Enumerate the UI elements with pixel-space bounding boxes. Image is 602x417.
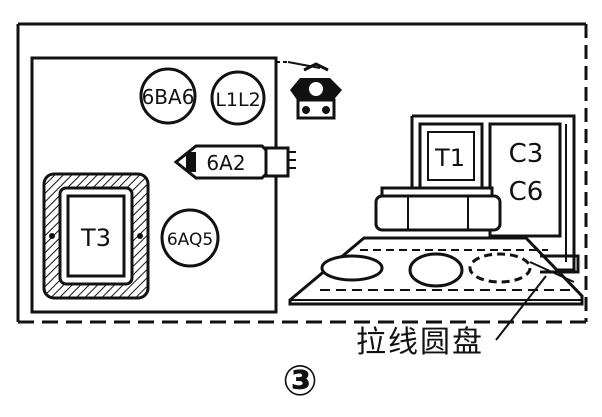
figure-number: ③	[282, 356, 318, 405]
transformer-t3-label: T3	[80, 224, 111, 252]
callout-leader	[495, 275, 547, 341]
tube-6aq5: 6AQ5	[160, 208, 220, 268]
inner-circuit-panel	[30, 56, 288, 314]
tube-6ba6-label: 6BA6	[142, 85, 195, 109]
capacitor-block: C3 C6	[488, 122, 562, 238]
dial-knob-assembly	[287, 61, 342, 120]
coil-l1l2-label: L1L2	[215, 89, 260, 111]
tube-6ba6: 6BA6	[139, 67, 197, 125]
transformer-t1: T1	[418, 122, 484, 190]
capacitor-c6-label: C6	[509, 177, 544, 207]
tube-6aq5-label: 6AQ5	[167, 230, 213, 250]
outer-chassis-frame	[16, 22, 588, 324]
transformer-t1-label: T1	[434, 144, 465, 172]
coil-l1l2: L1L2	[210, 70, 266, 126]
tube-6a2: 6A2	[173, 144, 296, 180]
tuning-gang-assembly	[374, 186, 502, 232]
callout-dial-drum-label: 拉线圆盘	[356, 325, 484, 360]
capacitor-c3-label: C3	[509, 139, 544, 169]
transformer-t3: T3	[42, 172, 150, 300]
dial-drum-base	[288, 236, 584, 306]
tube-6a2-label: 6A2	[206, 151, 245, 175]
